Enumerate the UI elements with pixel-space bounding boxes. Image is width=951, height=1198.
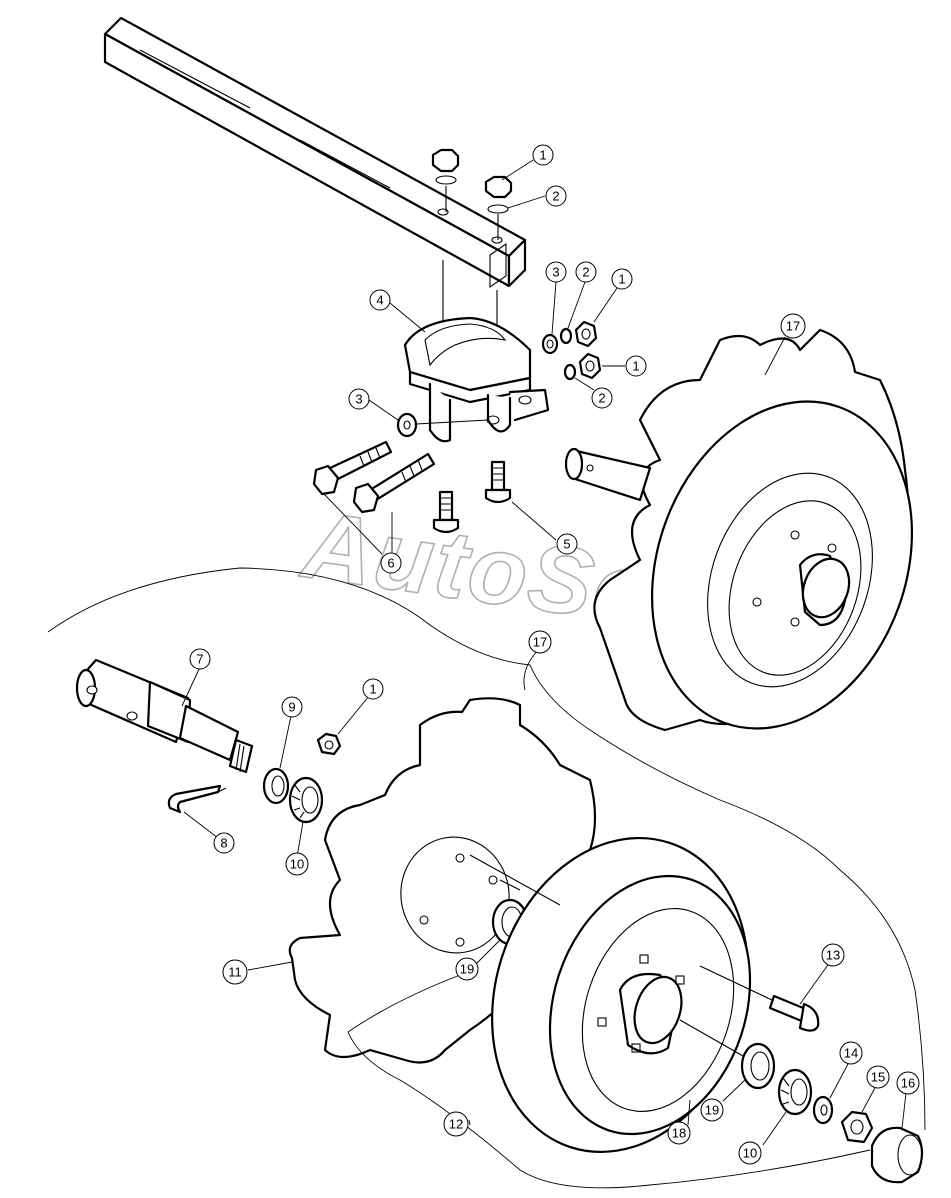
- pivot-axis-line: [415, 419, 489, 425]
- callout-label: 14: [844, 1046, 858, 1061]
- callout-label: 19: [705, 1103, 719, 1118]
- callout-3-left: 3: [348, 388, 370, 410]
- long-bolt-upper: [312, 440, 393, 496]
- castle-nut-15: [840, 1110, 874, 1144]
- callout-label: 1: [618, 272, 625, 287]
- callout-label: 3: [355, 392, 362, 407]
- callout-label: 2: [582, 265, 589, 280]
- axle-shaft-7: [75, 658, 254, 774]
- hub-axis-lines: [469, 854, 561, 906]
- callout-18: 18: [667, 1121, 691, 1145]
- assembly-outline-upper: [47, 567, 926, 1131]
- callout-12: 12: [443, 1111, 469, 1137]
- square-tube-arm: [103, 16, 527, 289]
- hex-nut-top-left: [431, 148, 460, 185]
- hex-nut-lower: [316, 732, 342, 756]
- callout-label: 8: [220, 836, 227, 851]
- callout-label: 1: [632, 359, 639, 374]
- callout-label: 13: [826, 948, 840, 963]
- callout-label: 17: [786, 319, 800, 334]
- callout-label: 17: [533, 635, 547, 650]
- callout-label: 3: [552, 265, 559, 280]
- leader-lines: [181, 159, 907, 1146]
- callout-label: 16: [901, 1076, 915, 1091]
- bracket-right-hardware: [541, 320, 602, 381]
- callout-2-bracket: 2: [575, 261, 597, 283]
- carriage-bolt-13: [699, 965, 820, 1032]
- seal-19-right: [740, 1042, 776, 1090]
- callout-10-right: 10: [738, 1141, 762, 1165]
- callout-15: 15: [866, 1065, 890, 1089]
- callout-label: 11: [228, 965, 242, 980]
- callout-label: 18: [672, 1126, 686, 1141]
- callout-label: 4: [376, 293, 383, 308]
- callout-3-bracket: 3: [545, 261, 567, 283]
- flat-washer-left: [396, 412, 418, 438]
- callout-1-lower: 1: [362, 678, 384, 700]
- callout-2-top: 2: [545, 185, 567, 207]
- callout-1-bracket-lower: 1: [625, 355, 647, 377]
- callout-label: 10: [290, 857, 304, 872]
- flat-washer-left-hole: [403, 420, 411, 430]
- callout-19-left: 19: [455, 957, 479, 981]
- callout-label: 1: [369, 682, 376, 697]
- washer-14: [812, 1095, 834, 1125]
- callout-1-bracket-upper: 1: [611, 268, 633, 290]
- callout-label: 15: [871, 1070, 885, 1085]
- callout-10-left: 10: [285, 852, 309, 876]
- callout-label: 12: [449, 1117, 463, 1132]
- seal-9: [262, 767, 290, 805]
- hub-cap-16: [870, 1126, 924, 1184]
- callout-label: 1: [539, 148, 546, 163]
- callout-16: 16: [896, 1071, 920, 1095]
- carriage-bolt-right: [484, 460, 512, 504]
- tapered-bearing-10-left: [288, 776, 324, 824]
- callout-1-top: 1: [532, 144, 554, 166]
- callout-label: 2: [598, 391, 605, 406]
- callout-13: 13: [821, 943, 845, 967]
- callout-5: 5: [556, 533, 578, 555]
- callout-11: 11: [222, 959, 248, 985]
- mounting-bracket: [403, 316, 550, 443]
- callout-label: 2: [552, 189, 559, 204]
- callout-17-upper: 17: [780, 313, 806, 339]
- lower-wheel-18: [491, 836, 752, 1154]
- callout-7: 7: [189, 648, 211, 670]
- callout-9: 9: [281, 696, 303, 718]
- callout-6: 6: [380, 552, 402, 574]
- callout-2-bracket-lower: 2: [591, 387, 613, 409]
- callout-19-right: 19: [700, 1098, 724, 1122]
- callout-label: 9: [288, 700, 295, 715]
- assembly-outline-lower: [347, 974, 871, 1189]
- callout-label: 19: [460, 962, 474, 977]
- callout-label: 6: [387, 556, 394, 571]
- callout-label: 10: [743, 1146, 757, 1161]
- callout-label: 7: [196, 652, 203, 667]
- bolt-axis-lines-top: [445, 186, 499, 240]
- callout-label: 5: [563, 537, 570, 552]
- wheel-axis-line: [679, 1019, 751, 1061]
- upper-spiked-wheel: [564, 328, 914, 732]
- callout-8: 8: [213, 832, 235, 854]
- tapered-bearing-10-right: [777, 1068, 813, 1116]
- long-bolt-lower: [352, 452, 436, 514]
- cotter-pin-8: [167, 784, 227, 814]
- callout-4: 4: [369, 289, 391, 311]
- callout-14: 14: [839, 1041, 863, 1065]
- callout-17-lower: 17: [528, 630, 552, 654]
- carriage-bolt-left: [432, 490, 460, 534]
- hex-nut-top-right: [484, 175, 513, 214]
